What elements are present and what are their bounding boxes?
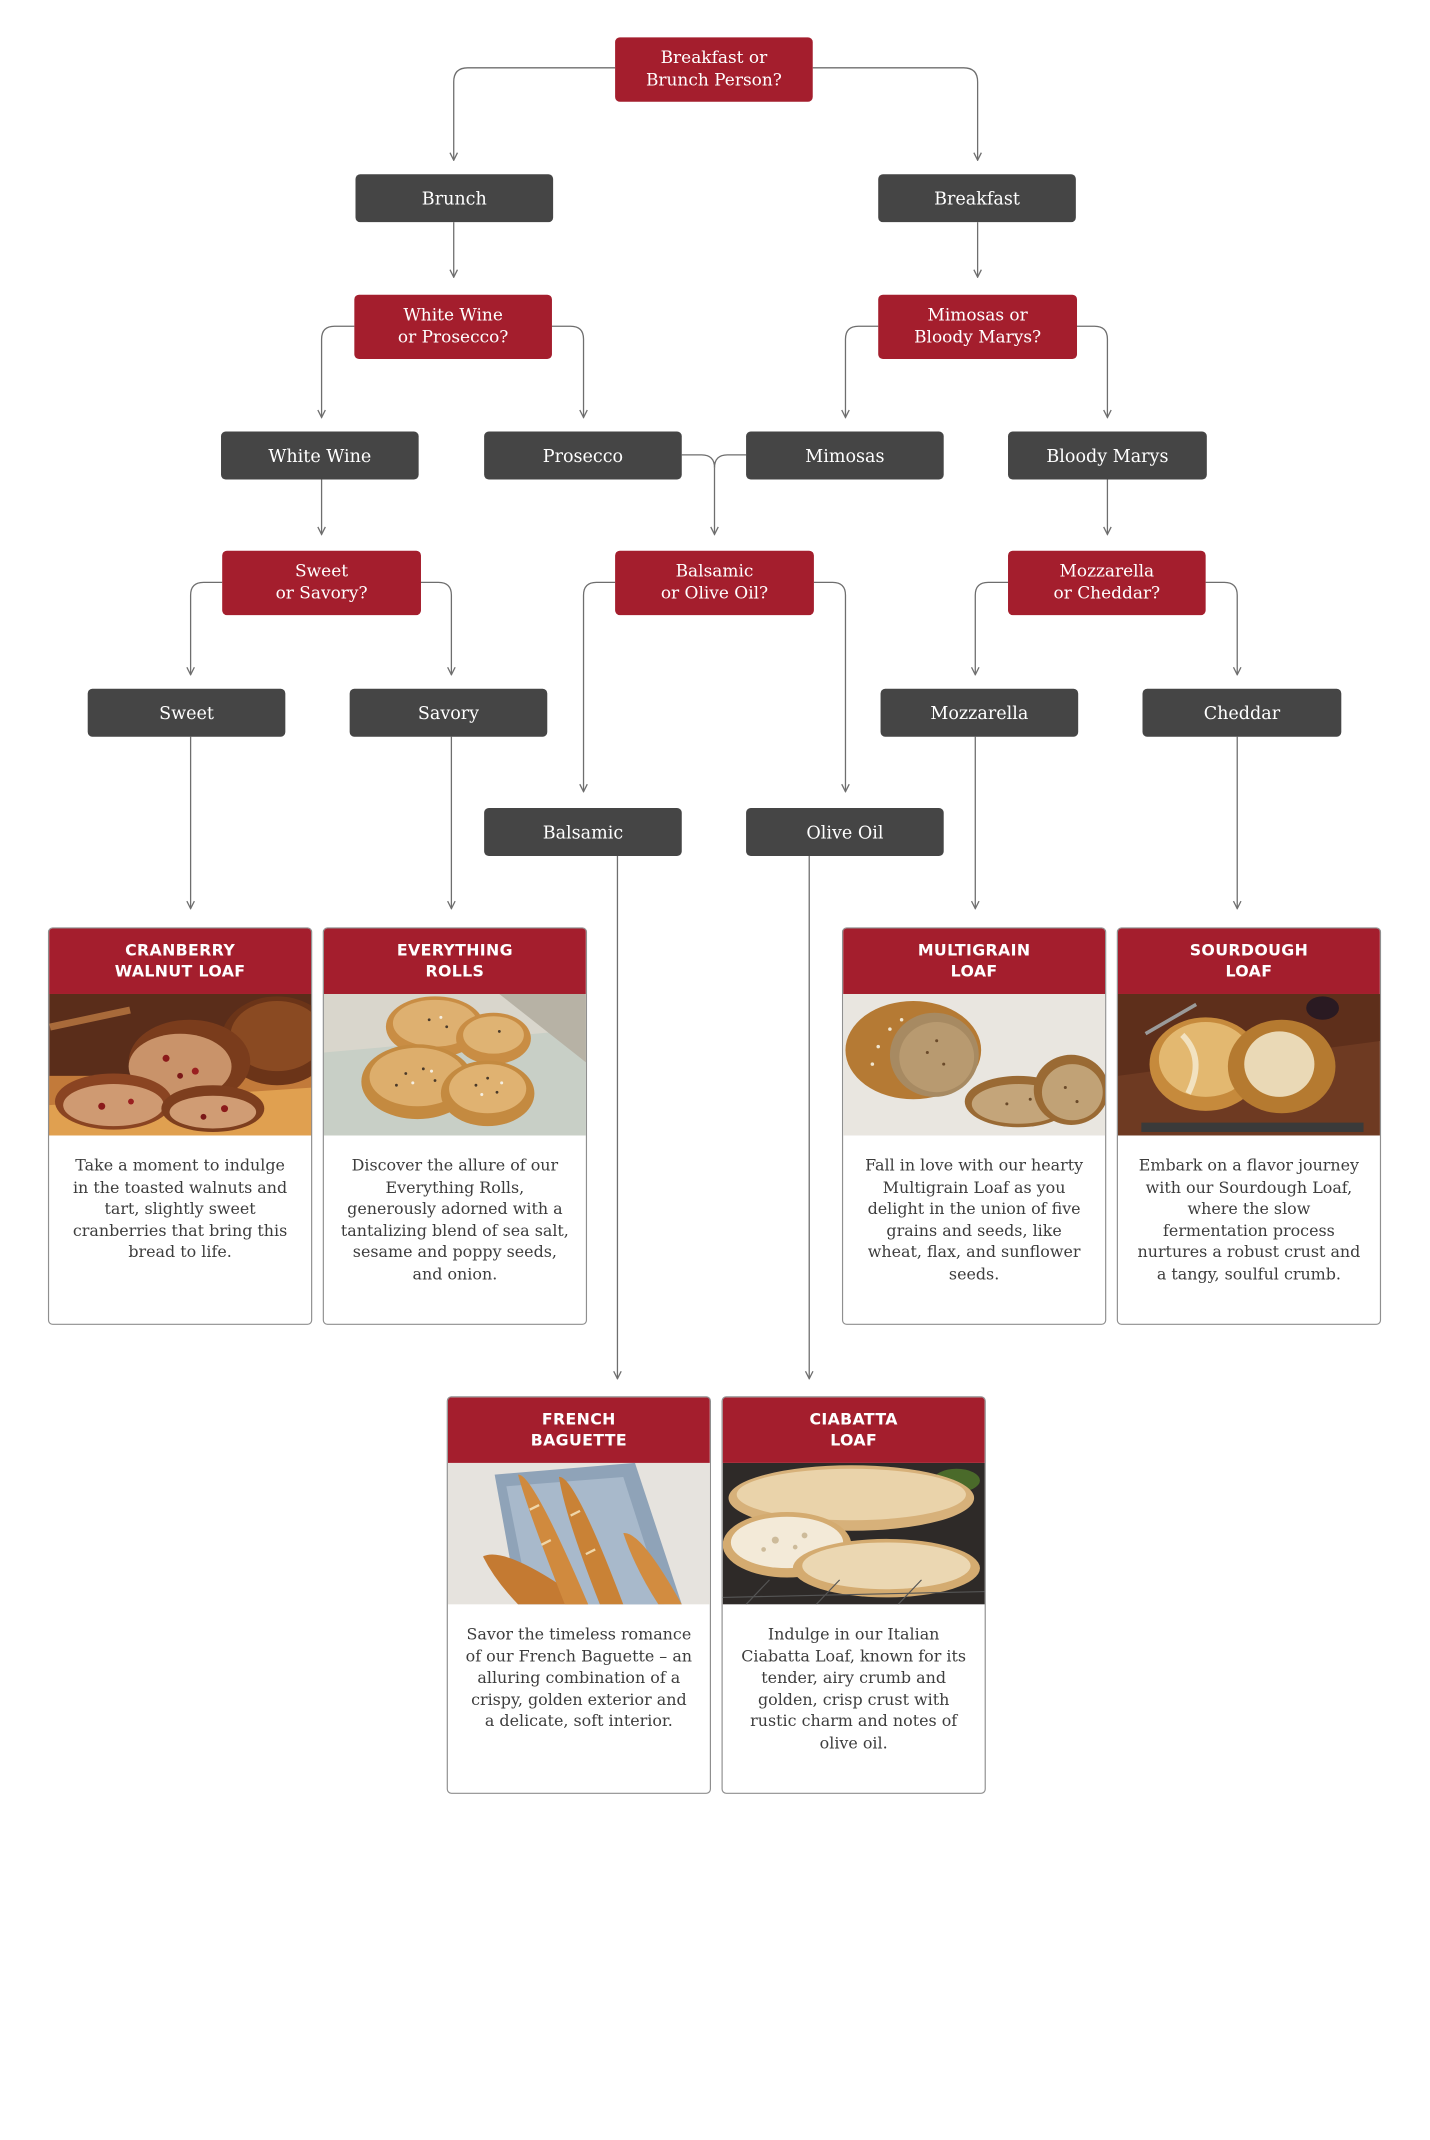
answer-brunch: Brunch (355, 174, 554, 223)
connector-to-sweet (191, 581, 223, 674)
card-description: Embark on a flavor journey with our Sour… (1137, 1156, 1361, 1284)
card-description: Take a moment to indulge in the toasted … (72, 1156, 288, 1263)
connector-root-to-breakfast (812, 67, 978, 160)
answer-breakfast: Breakfast (878, 174, 1076, 223)
connector-to-bloody-marys (1077, 325, 1107, 417)
answer-white-wine: White Wine (221, 431, 419, 480)
connector-root-to-brunch (454, 67, 616, 160)
card-title: CIABATTA LOAF (722, 1397, 985, 1463)
everything-rolls-photo (323, 993, 586, 1136)
connector-to-balsamic (584, 581, 616, 791)
question-white-wine-or-prosecco: White Wine or Prosecco? (354, 294, 552, 360)
card-title: CRANBERRY WALNUT LOAF (49, 928, 312, 994)
answer-bloody-marys: Bloody Marys (1008, 431, 1207, 480)
answer-mimosas: Mimosas (746, 431, 944, 480)
answer-prosecco: Prosecco (484, 431, 682, 480)
connector-lines (0, 67, 1430, 1830)
card-description: Savor the timeless romance of our French… (465, 1625, 693, 1732)
answer-savory: Savory (349, 688, 548, 737)
french-baguette-photo (447, 1462, 710, 1605)
connector-prosecco-to-merge (681, 454, 716, 468)
question-mimosas-or-bloody-marys: Mimosas or Bloody Marys? (878, 294, 1078, 360)
card-title: FRENCH BAGUETTE (447, 1397, 710, 1463)
bread-card-ciabatta: CIABATTA LOAF Indulge in our Italian Cia… (721, 1396, 986, 1794)
bread-card-cranberry-walnut: CRANBERRY WALNUT LOAF Take a moment to i… (47, 927, 313, 1325)
connector-to-cheddar (1205, 581, 1238, 674)
multigrain-loaf-photo (843, 993, 1106, 1136)
connector-mimosas-to-merge (713, 454, 747, 468)
connector-to-mozzarella (975, 581, 1009, 674)
ciabatta-loaf-photo (722, 1462, 985, 1605)
bread-card-sourdough: SOURDOUGH LOAF Embark on a flavor journe… (1116, 927, 1382, 1325)
connector-to-savory (420, 581, 451, 674)
card-title: EVERYTHING ROLLS (323, 928, 586, 994)
card-description: Indulge in our Italian Ciabatta Loaf, kn… (741, 1625, 967, 1753)
card-title: MULTIGRAIN LOAF (843, 928, 1106, 994)
connector-to-mimosas (845, 325, 879, 417)
question-sweet-or-savory: Sweet or Savory? (222, 550, 421, 616)
answer-cheddar: Cheddar (1142, 688, 1342, 737)
card-title: SOURDOUGH LOAF (1117, 928, 1380, 994)
connector-to-olive-oil (813, 581, 846, 791)
question-balsamic-or-olive-oil: Balsamic or Olive Oil? (615, 550, 814, 616)
question-mozzarella-or-cheddar: Mozzarella or Cheddar? (1008, 550, 1206, 616)
cranberry-walnut-loaf-photo (49, 993, 312, 1136)
bread-card-french-baguette: FRENCH BAGUETTE Savor the timeless roman… (446, 1396, 711, 1794)
card-description: Discover the allure of our Everything Ro… (340, 1156, 569, 1284)
card-description: Fall in love with our hearty Multigrain … (865, 1156, 1084, 1284)
answer-mozzarella: Mozzarella (880, 688, 1079, 737)
bread-card-multigrain: MULTIGRAIN LOAF Fall in love with our he… (841, 927, 1107, 1325)
answer-olive-oil: Olive Oil (746, 808, 944, 857)
answer-sweet: Sweet (87, 688, 286, 737)
question-breakfast-or-brunch: Breakfast or Brunch Person? (615, 37, 813, 102)
connector-to-white-wine (322, 325, 355, 417)
answer-balsamic: Balsamic (484, 808, 682, 857)
sourdough-loaf-photo (1117, 993, 1380, 1136)
connector-to-prosecco (551, 325, 584, 417)
bread-card-everything-rolls: EVERYTHING ROLLS Discover the allure of … (322, 927, 588, 1325)
